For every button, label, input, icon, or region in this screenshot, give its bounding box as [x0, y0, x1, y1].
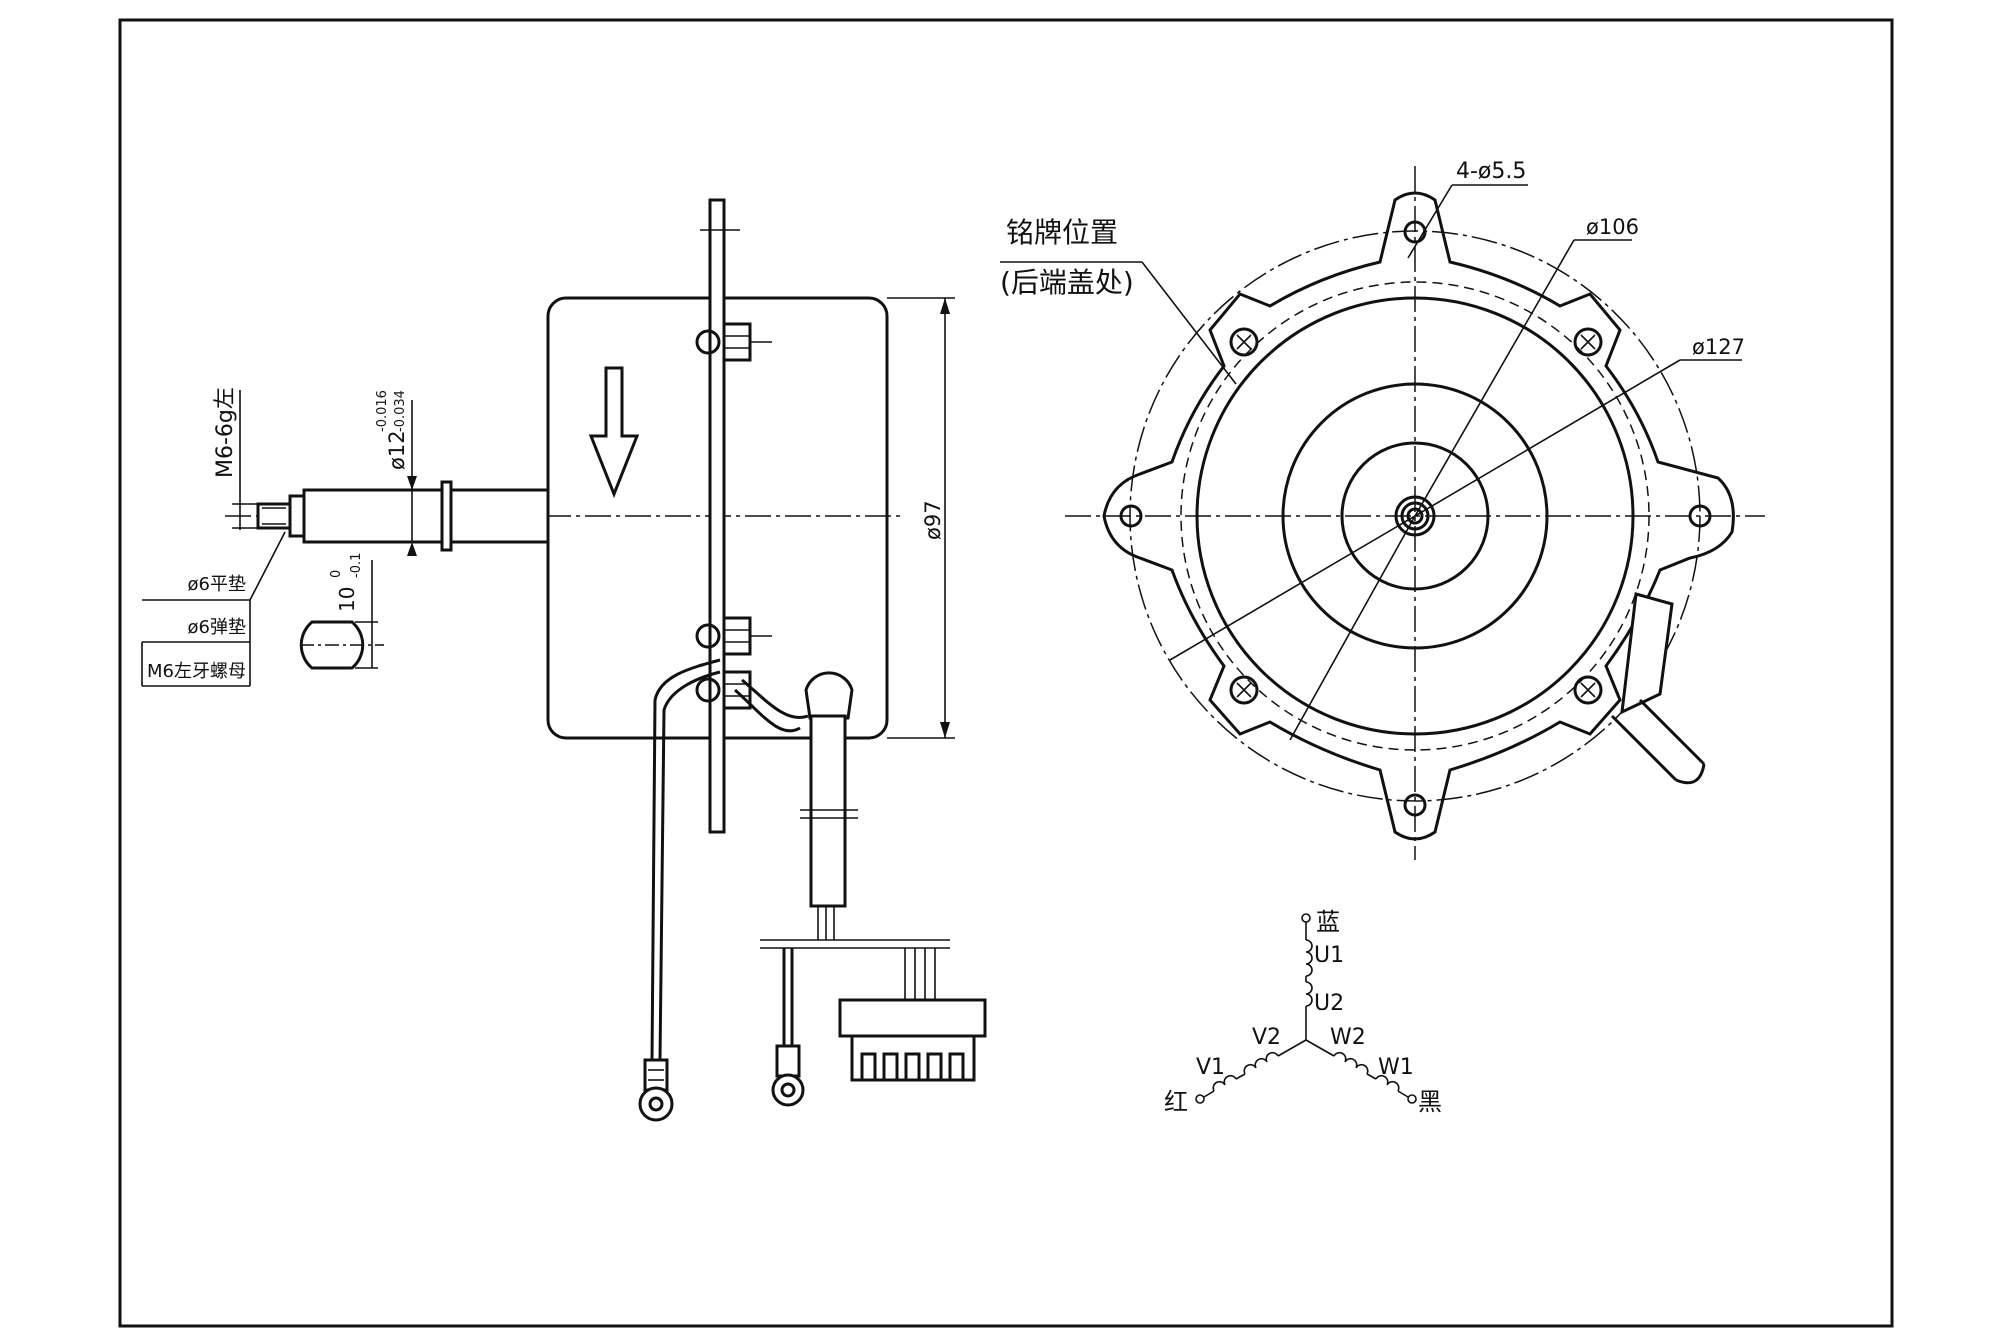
dim-shaft-dia: ø12 -0.016 -0.034 [375, 390, 417, 556]
shaft-tol-upper: -0.016 [375, 390, 390, 432]
wire-blue-label: 蓝 [1316, 908, 1340, 936]
mount-hole-right [1688, 504, 1712, 528]
mounting-plate [708, 198, 726, 834]
connector [838, 998, 987, 1082]
ground-wire [638, 658, 721, 1122]
d127-label: ø127 [1692, 335, 1745, 359]
V2-label: V2 [1252, 1025, 1281, 1050]
screw-top-left [1229, 327, 1259, 357]
V1-label: V1 [1196, 1055, 1225, 1080]
shaft-tol-lower: -0.034 [393, 390, 408, 432]
dim-d97: ø97 [887, 297, 955, 739]
mount-hole-top [1403, 220, 1427, 244]
drawing-frame [118, 18, 1894, 1328]
screw-top-right [1573, 327, 1603, 357]
parts-row-washer: ø6平垫 [188, 574, 246, 595]
nameplate-label-1: 铭牌位置 [1006, 216, 1118, 249]
screw-bottom-left [1229, 675, 1259, 705]
U1-label: U1 [1314, 943, 1344, 968]
W2-label: W2 [1330, 1025, 1366, 1050]
flat-tol-lower: -0.1 [349, 553, 364, 578]
d97-label: ø97 [921, 500, 945, 540]
lead-cable [734, 671, 950, 1107]
flange-outline [1102, 191, 1735, 841]
mount-hole-left [1119, 504, 1143, 528]
parts-row-nut: M6左牙螺母 [147, 661, 246, 682]
mount-hole-bottom [1403, 793, 1427, 817]
shaft [256, 480, 550, 552]
side-view: ø97 ø12 -0.016 -0.034 M6-6g左 ø6平垫 [141, 198, 987, 1122]
parts-table: ø6平垫 ø6弹垫 M6左牙螺母 [141, 574, 251, 687]
wire-black-label: 黑 [1418, 1088, 1442, 1116]
d106-label: ø106 [1586, 215, 1639, 239]
U2-label: U2 [1314, 991, 1344, 1016]
cable-exit [1610, 592, 1706, 785]
wire-red-label: 红 [1164, 1088, 1188, 1116]
wiring-diagram: 蓝 U1 U2 V2 W2 V1 W1 红 黑 [1164, 908, 1442, 1116]
top-bolt [695, 322, 772, 362]
flat-tol-upper: 0 [329, 570, 344, 578]
W1-label: W1 [1378, 1055, 1414, 1080]
shaft-dia-label: ø12 [385, 430, 409, 470]
dim-thread: M6-6g左 [213, 387, 258, 530]
holes-label: 4-ø5.5 [1456, 159, 1526, 184]
bottom-bolt [695, 616, 772, 710]
parts-row-spring-washer: ø6弹垫 [188, 617, 246, 638]
thread-label: M6-6g左 [213, 387, 238, 478]
screw-bottom-right [1573, 675, 1603, 705]
front-view: 4-ø5.5 ø106 ø127 铭牌位置 (后端盖处) [1000, 159, 1765, 860]
rotation-arrow-icon [588, 366, 640, 499]
shaft-section: 10 0 -0.1 [299, 553, 384, 670]
nameplate-label-2: (后端盖处) [1000, 266, 1134, 299]
flat-dim-label: 10 [335, 587, 359, 612]
